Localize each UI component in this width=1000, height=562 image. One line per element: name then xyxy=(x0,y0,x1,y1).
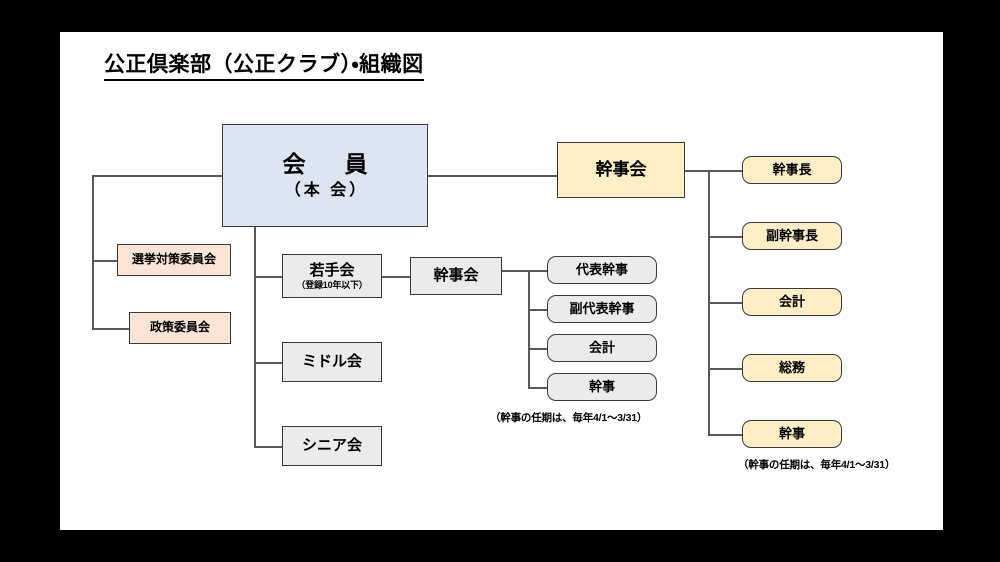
node-general-affairs[interactable]: 総務 xyxy=(742,354,842,382)
node-senior-group[interactable]: シニア会 xyxy=(282,426,382,466)
node-young-group[interactable]: 若手会 （登録10年以下） xyxy=(282,254,382,298)
node-member-sublabel: （本 会） xyxy=(284,181,369,199)
connector-branch-general xyxy=(708,368,742,370)
node-member-label: 会 員 xyxy=(282,151,376,178)
node-young-vice-representative-label: 副代表幹事 xyxy=(569,300,635,316)
connector-branch-election xyxy=(92,260,117,262)
node-young-accountant-label: 会計 xyxy=(588,339,615,355)
node-main-accountant-label: 会計 xyxy=(778,293,805,309)
page-title: 公正倶楽部（公正クラブ）・組織図 xyxy=(104,53,424,82)
connector-left-trunk xyxy=(92,175,94,329)
connector-midboard-trunk xyxy=(528,270,530,387)
node-secretary-general[interactable]: 幹事長 xyxy=(742,156,842,184)
connector-branch-acct xyxy=(708,302,742,304)
connector-branch-kanji xyxy=(708,434,742,436)
connector-midboard-out xyxy=(502,270,528,272)
note-main-board-term: （幹事の任期は、毎年4/1〜3/31） xyxy=(738,459,896,471)
node-young-board-label: 幹事会 xyxy=(433,267,479,285)
node-main-accountant[interactable]: 会計 xyxy=(742,288,842,316)
connector-branch-vicechief xyxy=(708,236,742,238)
node-main-board[interactable]: 幹事会 xyxy=(557,142,685,198)
node-policy-committee-label: 政策委員会 xyxy=(149,320,210,335)
node-young-board[interactable]: 幹事会 xyxy=(410,257,502,295)
connector-branch-kanji-sub xyxy=(528,387,547,389)
node-young-secretary[interactable]: 幹事 xyxy=(547,373,657,401)
node-main-secretary-label: 幹事 xyxy=(778,425,805,441)
node-middle-group-label: ミドル会 xyxy=(301,353,362,371)
connector-branch-vicerep xyxy=(528,309,547,311)
connector-branch-middle xyxy=(254,362,282,364)
node-vice-secretary-general[interactable]: 副幹事長 xyxy=(742,222,842,250)
node-election-committee[interactable]: 選挙対策委員会 xyxy=(117,244,231,276)
note-young-board-term: （幹事の任期は、毎年4/1〜3/31） xyxy=(490,412,648,424)
connector-branch-young xyxy=(254,276,282,278)
connector-branch-chief xyxy=(708,170,742,172)
node-election-committee-label: 選挙対策委員会 xyxy=(131,252,216,267)
node-young-secretary-label: 幹事 xyxy=(588,378,615,394)
connector-branch-rep xyxy=(528,270,547,272)
node-young-representative[interactable]: 代表幹事 xyxy=(547,256,657,284)
node-young-representative-label: 代表幹事 xyxy=(575,261,628,277)
connector-groups-trunk xyxy=(254,227,256,446)
connector-branch-policy xyxy=(92,328,129,330)
node-young-vice-representative[interactable]: 副代表幹事 xyxy=(547,295,657,323)
node-main-board-label: 幹事会 xyxy=(595,160,647,180)
node-secretary-general-label: 幹事長 xyxy=(772,161,812,177)
node-senior-group-label: シニア会 xyxy=(301,437,362,455)
connector-member-to-mainboard xyxy=(428,175,557,177)
connector-branch-acct-mid xyxy=(528,348,547,350)
connector-branch-senior xyxy=(254,446,282,448)
node-young-group-sublabel: （登録10年以下） xyxy=(296,279,368,290)
connector-member-left xyxy=(92,175,222,177)
node-middle-group[interactable]: ミドル会 xyxy=(282,342,382,382)
slide-canvas: 公正倶楽部（公正クラブ）・組織図 会 員 （本 会） 選挙対策委員会 政策委員会… xyxy=(60,32,943,530)
node-member[interactable]: 会 員 （本 会） xyxy=(222,124,428,227)
node-general-affairs-label: 総務 xyxy=(778,359,805,375)
node-policy-committee[interactable]: 政策委員会 xyxy=(129,312,231,344)
node-young-accountant[interactable]: 会計 xyxy=(547,334,657,362)
node-young-group-label: 若手会 xyxy=(309,261,355,279)
connector-mainboard-out xyxy=(685,170,708,172)
connector-young-to-board xyxy=(382,276,410,278)
node-main-secretary[interactable]: 幹事 xyxy=(742,420,842,448)
node-vice-secretary-general-label: 副幹事長 xyxy=(765,227,818,243)
